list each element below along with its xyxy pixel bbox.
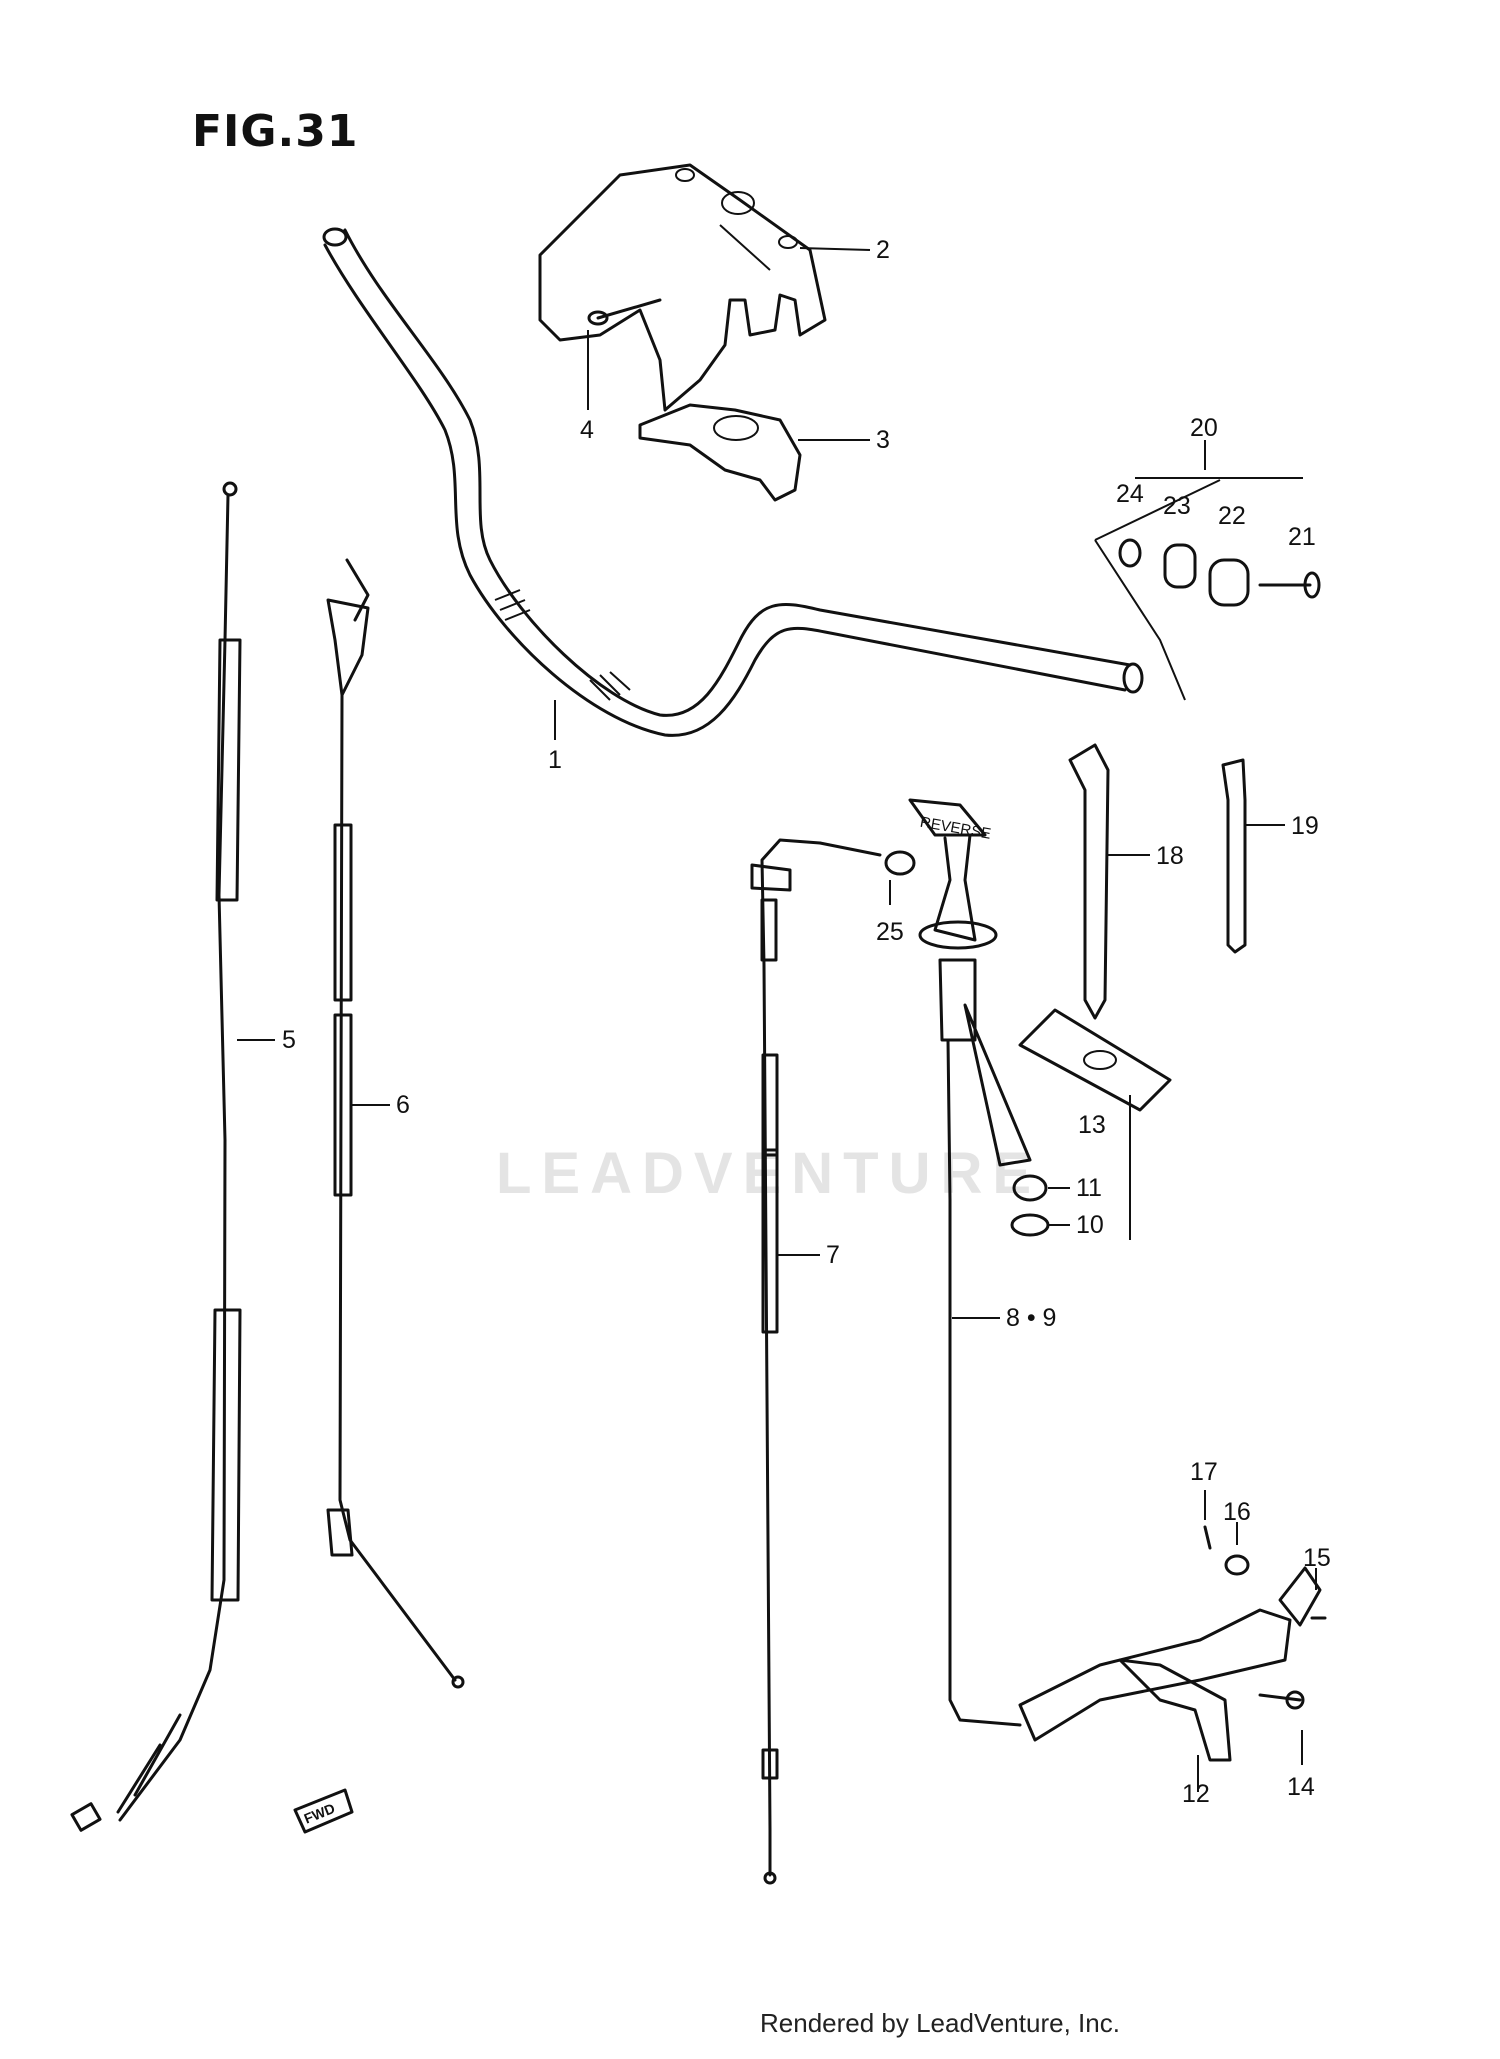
callout-20: 20 [1190, 414, 1218, 442]
handlebar-cover [538, 163, 827, 412]
callout-25: 25 [876, 918, 904, 946]
reverse-knob-label: REVERSE [919, 814, 993, 843]
cable-tie-18 [1068, 743, 1110, 1020]
handlebar [322, 227, 1144, 737]
screw-4 [587, 298, 662, 326]
callout-23: 23 [1163, 492, 1191, 520]
callout-14: 14 [1287, 1773, 1315, 1801]
callout-1: 1 [548, 746, 562, 774]
callout-8-9: 8 • 9 [1006, 1304, 1056, 1332]
clevis-linkage [1118, 1525, 1327, 1762]
callout-10: 10 [1076, 1211, 1104, 1239]
figure-title: FIG.31 [192, 106, 359, 157]
callout-13: 13 [1078, 1111, 1106, 1139]
callout-16: 16 [1223, 1498, 1251, 1526]
callout-19: 19 [1291, 812, 1319, 840]
callout-18: 18 [1156, 842, 1184, 870]
leader-lines [237, 247, 1317, 1792]
bar-end-set [1094, 479, 1321, 701]
callout-15: 15 [1303, 1544, 1331, 1572]
callout-labels: 2 3 4 1 5 6 7 8 • 9 10 11 12 13 14 15 16… [282, 236, 1331, 1808]
bracket-13 [1018, 1008, 1172, 1112]
footer-credit: Rendered by LeadVenture, Inc. [760, 2008, 1120, 2038]
callout-5: 5 [282, 1026, 296, 1054]
washer-10 [1010, 1213, 1050, 1237]
cable-7 [750, 838, 882, 1885]
nut-11 [1012, 1174, 1048, 1202]
callout-3: 3 [876, 426, 890, 454]
cable-5 [70, 481, 242, 1832]
callout-21: 21 [1288, 523, 1316, 551]
cable-6 [326, 558, 465, 1689]
fwd-arrow-badge: FWD [293, 1788, 354, 1834]
cable-tie-19 [1221, 758, 1247, 954]
clamp-plate [638, 403, 802, 502]
callout-17: 17 [1190, 1458, 1218, 1486]
washer-25 [884, 850, 916, 876]
callout-24: 24 [1116, 480, 1144, 508]
callout-4: 4 [580, 416, 594, 444]
callout-2: 2 [876, 236, 890, 264]
callout-22: 22 [1218, 502, 1246, 530]
callout-11: 11 [1076, 1174, 1102, 1202]
callout-12: 12 [1182, 1780, 1210, 1808]
callout-6: 6 [396, 1091, 410, 1119]
callout-7: 7 [826, 1241, 840, 1269]
reverse-cable: REVERSE [908, 798, 1292, 1742]
